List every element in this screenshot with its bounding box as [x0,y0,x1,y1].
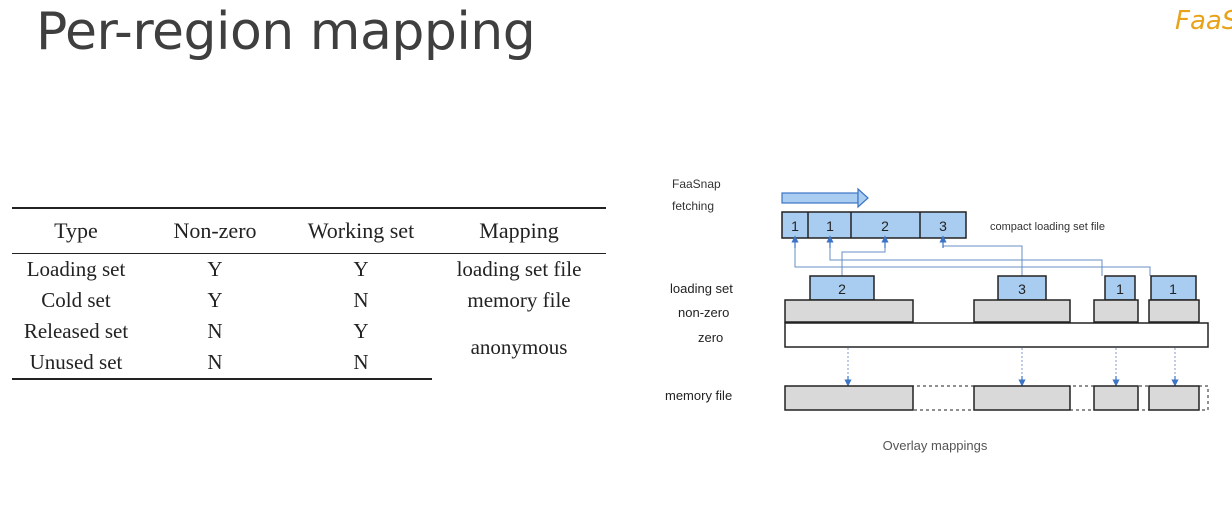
non-zero-blocks [784,299,1200,323]
compact-cell-3: 2 [881,218,889,234]
fetching-label-line2: fetching [672,199,714,213]
down-connectors [847,348,1176,380]
header-mapping: Mapping [432,207,606,254]
cell-type: Unused set [12,347,140,380]
cell-type: Released set [23,319,129,343]
memory-file-label: memory file [665,388,732,403]
compact-loading-set-file [781,211,967,239]
header-working-set: Working set [290,207,432,254]
loading-block-4: 1 [1169,281,1177,297]
cell-non-zero: Y [207,257,223,281]
cell-working-set: Y [353,257,369,281]
diagram-caption: Overlay mappings [883,438,988,453]
memory-file-row [784,385,1209,411]
table-row: Cold set Y N memory file [12,285,606,316]
cell-mapping-anonymous: anonymous [470,335,568,359]
table-header-row: Type Non-zero Working set Mapping [12,207,606,254]
fetching-arrow [781,187,869,209]
loading-set-blocks [809,275,1197,301]
cell-mapping: memory file [467,288,571,312]
non-zero-label: non-zero [678,305,729,320]
connector-lines [794,238,1151,276]
fetching-label-line1: FaaSnap [672,177,721,191]
loading-block-2: 3 [1018,281,1026,297]
cell-non-zero: N [140,347,290,380]
zero-label: zero [698,330,723,345]
cell-non-zero: N [207,319,223,343]
mapping-table: Type Non-zero Working set Mapping Loadin… [12,207,606,380]
page-title: Per-region mapping [36,2,536,62]
cell-type: Loading set [26,257,126,281]
cell-type: Cold set [41,288,111,312]
up-arrows [791,235,947,248]
table-row: Released set N Y anonymous [12,316,606,359]
logo: FaaSnap [1175,6,1232,36]
table-row: Loading set Y Y loading set file [12,254,606,286]
compact-cell-4: 3 [939,218,947,234]
down-arrows [844,376,1179,387]
table-row: Unused set N N [12,347,606,380]
cell-mapping: loading set file [456,257,582,281]
cell-working-set: N [353,288,369,312]
cell-non-zero: Y [207,288,223,312]
compact-cell-1: 1 [791,218,799,234]
header-type: Type [12,207,140,254]
cell-working-set: Y [353,319,369,343]
cell-working-set: N [290,347,432,380]
loading-block-3: 1 [1116,281,1124,297]
header-non-zero: Non-zero [140,207,290,254]
compact-cell-2: 1 [826,218,834,234]
loading-block-1: 2 [838,281,846,297]
zero-region [784,322,1209,348]
compact-file-label: compact loading set file [990,221,1105,233]
loading-set-label: loading set [670,281,733,296]
overlay-mapping-diagram: FaaSnap fetching 1 1 2 3 compact loading… [665,177,1209,453]
